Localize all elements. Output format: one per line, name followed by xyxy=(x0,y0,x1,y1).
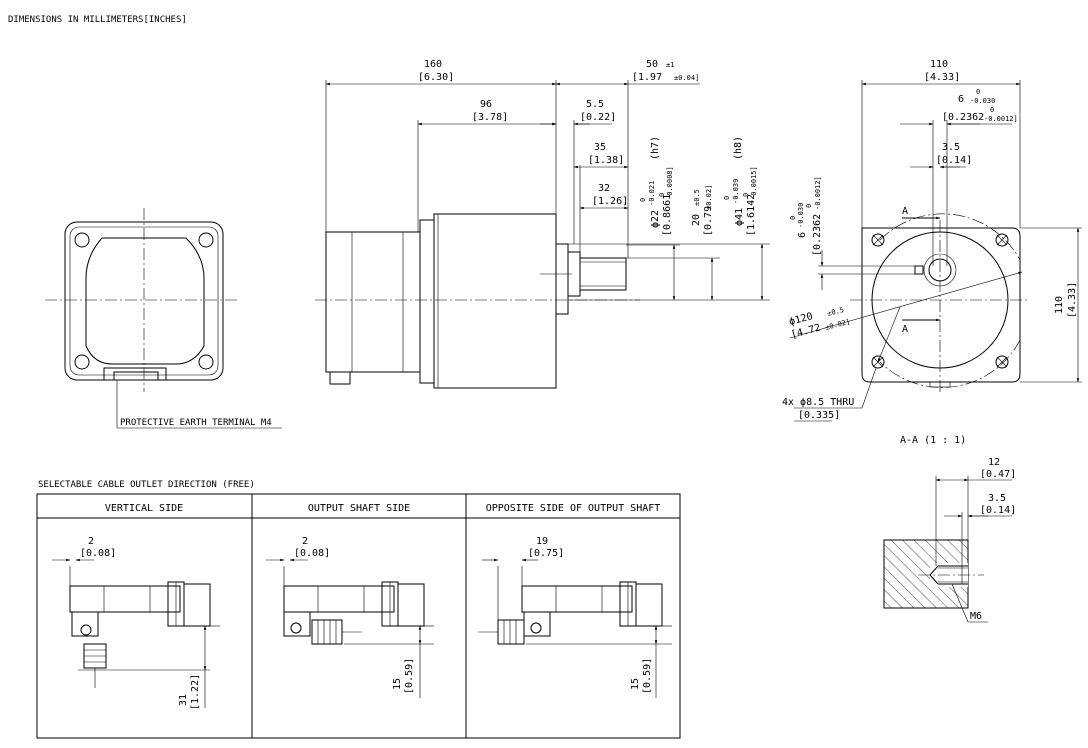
dim-35-in: [1.38] xyxy=(588,155,624,166)
dim-shaft-dia: ϕ22 xyxy=(650,210,661,228)
cable-table-title: SELECTABLE CABLE OUTLET DIRECTION (FREE) xyxy=(38,480,255,490)
dim-shaft-dia-in-tol-lo: -0.0008] xyxy=(666,166,674,200)
col-header-opposite: OPPOSITE SIDE OF OUTPUT SHAFT xyxy=(486,503,661,514)
dim-96-in: [3.78] xyxy=(472,112,508,123)
dim-110-top-in: [4.33] xyxy=(924,72,960,83)
motor-opposite-side xyxy=(478,581,663,645)
dim-6-top: 6 xyxy=(958,94,964,105)
dim-35: 35 xyxy=(594,142,606,153)
col2-top-dim-in: [0.08] xyxy=(294,548,330,559)
dim-96: 96 xyxy=(480,99,492,110)
dim-110-top: 110 xyxy=(930,59,948,70)
dim-6-left-tol-lo: -0.030 xyxy=(797,203,805,228)
dim-20-in-tol: ±0.02] xyxy=(705,185,713,210)
col1-side-dim: 31 xyxy=(178,694,189,706)
dim-20-tol: ±0.5 xyxy=(693,189,701,206)
col2-side-dim: 15 xyxy=(392,678,403,690)
dim-110-right: 110 xyxy=(1054,296,1065,314)
dim-50: 50 xyxy=(646,59,658,70)
dim-12: 12 xyxy=(988,457,1000,468)
holes-label-in: [0.335] xyxy=(798,410,840,421)
dim-6-top-in-tol-hi: 0 xyxy=(990,106,994,114)
side-view: 160 [6.30] 50 ±1 [1.97 ±0.04] 96 [3.78] … xyxy=(315,59,770,389)
dim-50-in-tol: ±0.04] xyxy=(674,74,699,82)
col1-top-dim-in: [0.08] xyxy=(80,548,116,559)
dim-3-5: 3.5 xyxy=(942,142,960,153)
dim-6-top-in-tol-lo: -0.0012] xyxy=(984,115,1018,123)
dim-pcd-in-tol: ±0.02] xyxy=(824,318,851,332)
dim-50-in: [1.97 xyxy=(632,72,662,83)
col2-side-dim-in: [0.59] xyxy=(404,658,415,694)
dim-5-5-in: [0.22] xyxy=(580,112,616,123)
dim-pilot-dia-tol-hi: 0 xyxy=(723,196,731,200)
col3-top-dim-in: [0.75] xyxy=(528,548,564,559)
dim-6-top-tol-lo: -0.030 xyxy=(970,97,995,105)
dim-5-5: 5.5 xyxy=(586,99,604,110)
dim-pcd-tol: ±0.5 xyxy=(826,306,844,318)
motor-vertical xyxy=(69,581,211,688)
col3-side-dim: 15 xyxy=(630,678,641,690)
dim-160: 160 xyxy=(424,59,442,70)
units-note: DIMENSIONS IN MILLIMETERS[INCHES] xyxy=(8,15,187,25)
dim-shaft-dia-tol-lo: -0.021 xyxy=(648,181,656,206)
col3-top-dim: 19 xyxy=(536,536,548,547)
col2-top-dim: 2 xyxy=(302,536,308,547)
dim-6-left: 6 xyxy=(797,232,808,238)
earth-terminal-label: PROTECTIVE EARTH TERMINAL M4 xyxy=(120,418,272,428)
holes-label: 4x ϕ8.5 THRU xyxy=(782,397,854,408)
section-mark-top: A xyxy=(902,206,908,217)
dim-shaft-dia-in-tol-hi: 0 xyxy=(658,193,666,197)
dim-shaft-fit: (h7) xyxy=(650,136,661,160)
dim-50-tol: ±1 xyxy=(666,61,674,69)
dim-pilot-dia-tol-lo: -0.039 xyxy=(732,179,740,204)
dim-6-left-tol-hi: 0 xyxy=(789,216,797,220)
dim-6-left-in-tol-lo: -0.0012] xyxy=(814,176,822,210)
dim-160-in: [6.30] xyxy=(418,72,454,83)
dim-pilot-fit: (h8) xyxy=(733,136,744,160)
dim-3-5-section-in: [0.14] xyxy=(980,505,1016,516)
dim-pilot-dia-in-tol-lo: -0.0015] xyxy=(750,166,758,200)
dim-6-left-in: [0.2362 xyxy=(812,214,823,256)
dim-shaft-dia-tol-hi: 0 xyxy=(639,198,647,202)
thread-label: M6 xyxy=(970,611,982,622)
flange-view: A A 110 [4.33] 6 0 -0.030 [0.2362 0 -0.0… xyxy=(782,59,1082,422)
dim-6-top-in: [0.2362 xyxy=(942,112,984,123)
dim-32: 32 xyxy=(598,183,610,194)
dim-3-5-section: 3.5 xyxy=(988,493,1006,504)
dim-6-left-in-tol-hi: 0 xyxy=(805,204,813,208)
col3-side-dim-in: [0.59] xyxy=(642,658,653,694)
dim-20-in: [0.79 xyxy=(703,206,714,236)
section-a-a: A-A (1 : 1) 12 [0.47] 3.5 [0.14] M6 xyxy=(883,435,1016,623)
col-header-vertical: VERTICAL SIDE xyxy=(105,503,183,514)
dim-110-right-in: [4.33] xyxy=(1067,282,1078,318)
dim-12-in: [0.47] xyxy=(980,469,1016,480)
cable-table: SELECTABLE CABLE OUTLET DIRECTION (FREE)… xyxy=(36,480,681,739)
dim-pilot-dia-in-tol-hi: 0 xyxy=(742,193,750,197)
dim-pilot-dia: ϕ41 xyxy=(734,208,745,226)
dim-shaft-dia-in: [0.8661 xyxy=(662,194,673,236)
motor-output-side xyxy=(283,581,425,645)
section-title: A-A (1 : 1) xyxy=(900,435,966,446)
section-mark-bottom: A xyxy=(902,324,908,335)
front-view: PROTECTIVE EARTH TERMINAL M4 xyxy=(45,208,282,429)
dim-32-in: [1.26] xyxy=(592,196,628,207)
dim-pilot-dia-in: [1.6142 xyxy=(746,194,757,236)
dim-6-top-tol-hi: 0 xyxy=(976,88,980,96)
dim-3-5-in: [0.14] xyxy=(936,155,972,166)
dim-20: 20 xyxy=(691,214,702,226)
col-header-output: OUTPUT SHAFT SIDE xyxy=(308,503,410,514)
col1-side-dim-in: [1.22] xyxy=(190,674,201,710)
col1-top-dim: 2 xyxy=(88,536,94,547)
